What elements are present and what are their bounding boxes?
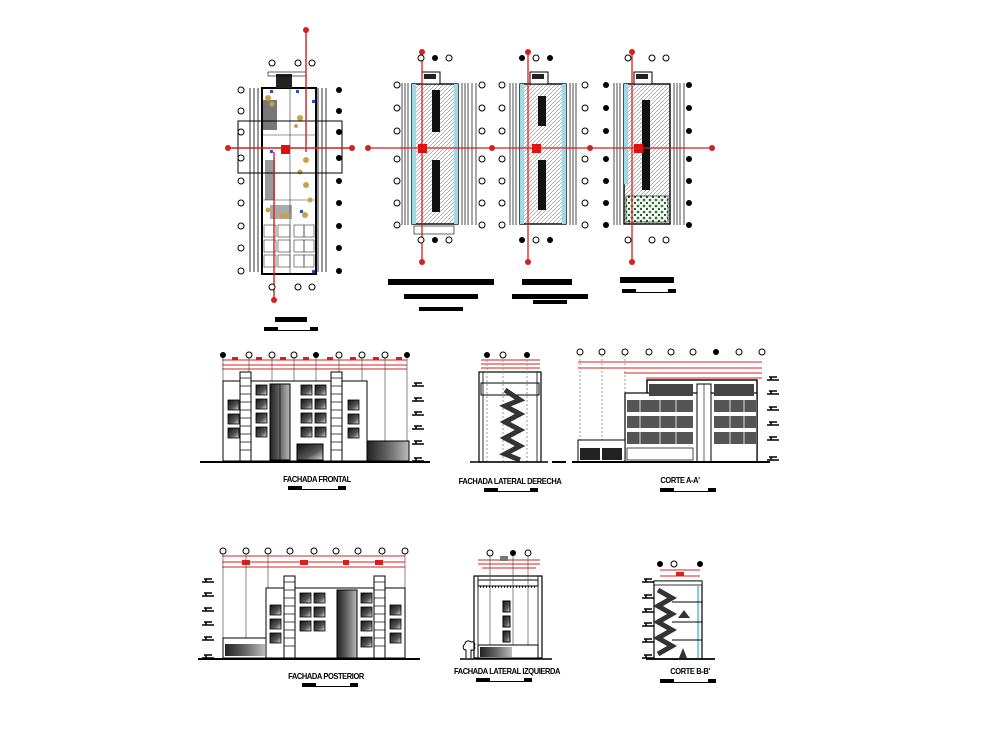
title-fachada-lateral-izquierda: FACHADA LATERAL IZQUIERDA [453, 666, 561, 677]
floor-plans [225, 27, 715, 303]
elevations [198, 348, 780, 660]
title-fachada-posterior: FACHADA POSTERIOR [288, 671, 364, 682]
title-fachada-frontal: FACHADA FRONTAL [283, 474, 351, 485]
scale-bar [622, 289, 676, 293]
title-corte-aa: CORTE A-A' [660, 475, 700, 486]
scale-bar [288, 486, 346, 490]
plan-roof-floor [603, 49, 692, 265]
section-bb [641, 560, 715, 660]
title-fachada-lateral-derecha: FACHADA LATERAL DERECHA [458, 476, 562, 487]
plan-typical-floor-a [393, 49, 486, 265]
scale-bar [476, 678, 532, 682]
elevation-rear [198, 547, 420, 660]
scale-bar [264, 327, 318, 331]
plan-ground-floor [225, 27, 355, 303]
section-aa [572, 348, 780, 463]
elevation-left-side [460, 549, 552, 660]
elevation-right-side [470, 351, 566, 463]
scale-bar [660, 679, 716, 683]
title-corte-bb: CORTE B-B' [670, 666, 710, 677]
plan-typical-floor-b [498, 49, 589, 265]
elevation-front [200, 351, 430, 463]
scale-bar [302, 683, 358, 687]
scale-bar [484, 488, 538, 492]
scale-bar [660, 488, 716, 492]
